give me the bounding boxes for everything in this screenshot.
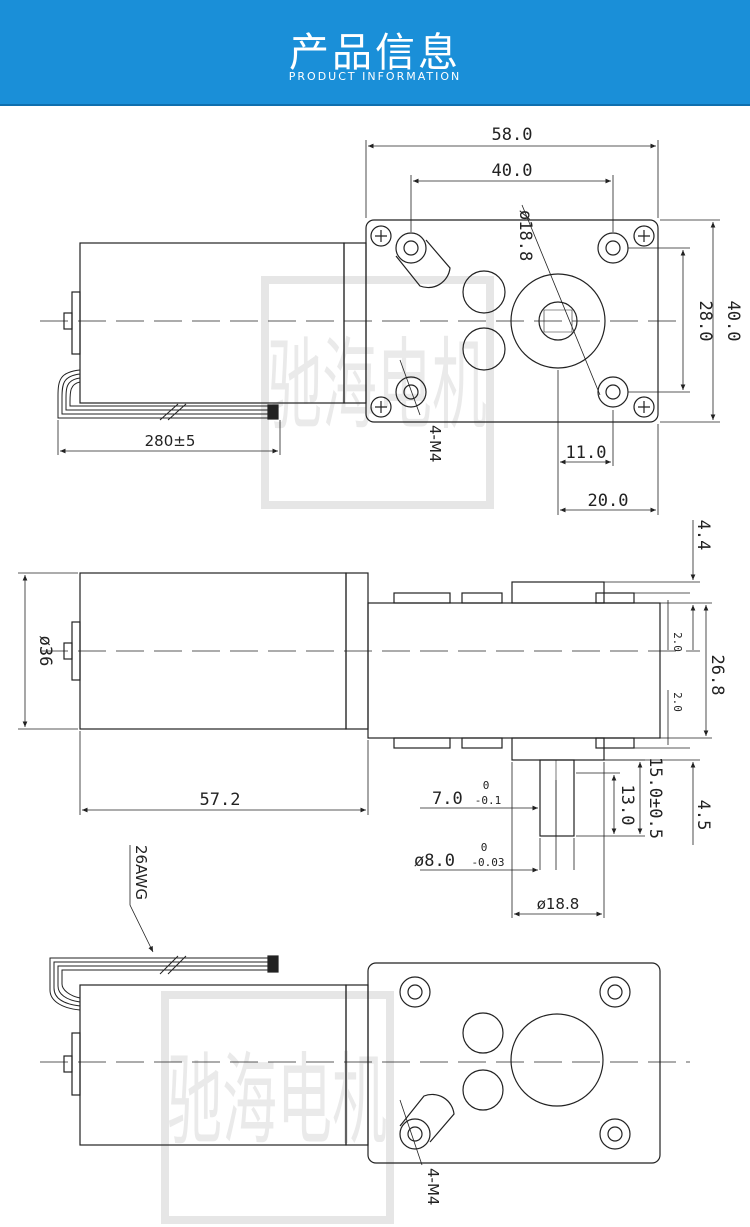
label-wire-gauge: 26AWG (132, 845, 150, 900)
dim-shaft-to-edge: 20.0 (588, 491, 629, 511)
dim-gap-bottom: 2.0 (671, 692, 684, 712)
dim-shaft-flat-tol-upper: 0 (483, 779, 490, 792)
header-divider (0, 104, 750, 106)
dim-hole-spacing-v: 28.0 (695, 301, 715, 342)
dim-motor-dia: ø36 (35, 636, 55, 667)
dim-hole-spacing-h: 40.0 (492, 161, 533, 181)
top-view-dimensions (57, 140, 720, 515)
dim-boss-top: 4.4 (693, 520, 713, 551)
label-mount-screws-bottom: 4-M4 (424, 1168, 442, 1205)
dim-gap-top: 2.0 (671, 632, 684, 652)
watermark-bottom-text: 驰海电机 (167, 1042, 387, 1159)
dim-shaft-offset-x: 11.0 (566, 443, 607, 463)
dim-shaft-dia-tol-upper: 0 (481, 841, 488, 854)
bottom-view (40, 955, 690, 1164)
dim-shaft-length-total: 15.0±0.5 (645, 757, 665, 839)
header-banner: 产品信息 PRODUCT INFORMATION (0, 0, 750, 104)
dim-gearbox-height: 26.8 (707, 655, 727, 696)
bottom-view-dimensions (129, 845, 423, 1166)
top-view (40, 219, 680, 423)
page-title: 产品信息 (289, 30, 461, 76)
watermark-top (261, 276, 494, 509)
dim-shaft-flat-length: 13.0 (617, 785, 637, 826)
watermark-bottom (161, 991, 394, 1224)
label-mount-screws-top: 4-M4 (426, 425, 444, 462)
dim-shaft-flat-main: 7.0 (432, 789, 463, 809)
dim-shaft-dia-main: ø8.0 (414, 851, 455, 871)
dim-boss-bottom: 4.5 (693, 800, 713, 831)
dim-height-total: 40.0 (723, 301, 743, 342)
dim-cable-length: 280±5 (145, 432, 196, 450)
watermark-top-text: 驰海电机 (267, 327, 487, 444)
side-view (40, 572, 700, 837)
side-view-dimensions (18, 520, 712, 918)
page-subtitle: PRODUCT INFORMATION (288, 70, 462, 83)
dim-shaft-dia-tol-lower: -0.03 (471, 856, 504, 869)
dim-boss-dia: ø18.8 (537, 895, 580, 913)
dim-width-total: 58.0 (492, 125, 533, 145)
dim-shaft-flat-tol-lower: -0.1 (475, 794, 502, 807)
dim-shaft-dia-top: ø18.8 (515, 210, 535, 261)
dim-motor-length: 57.2 (200, 790, 241, 810)
